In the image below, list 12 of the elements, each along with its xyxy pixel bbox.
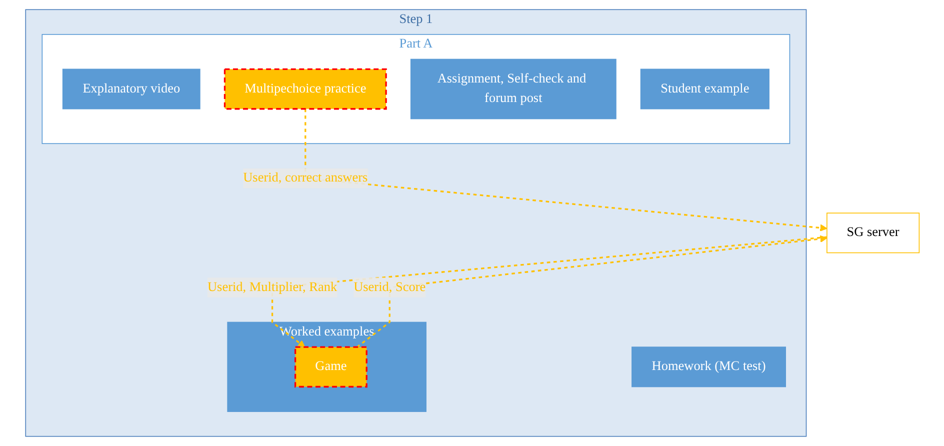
node-box: Explanatory video — [62, 68, 200, 110]
node-box: Homework (MC test) — [631, 346, 786, 388]
node-box: SG server — [826, 212, 920, 254]
node-box: Game — [294, 346, 368, 388]
arrow — [271, 236, 827, 348]
edge-label: Userid, Score — [353, 280, 426, 294]
edge-label: Userid, Multiplier, Rank — [207, 280, 337, 294]
edge-label: Userid, correct answers — [242, 170, 368, 185]
node-box: Multipechoice practice — [224, 68, 386, 110]
node-box: Assignment, Self-check and forum post — [410, 58, 616, 120]
arrow — [356, 235, 827, 348]
node-box: Student example — [640, 68, 770, 110]
